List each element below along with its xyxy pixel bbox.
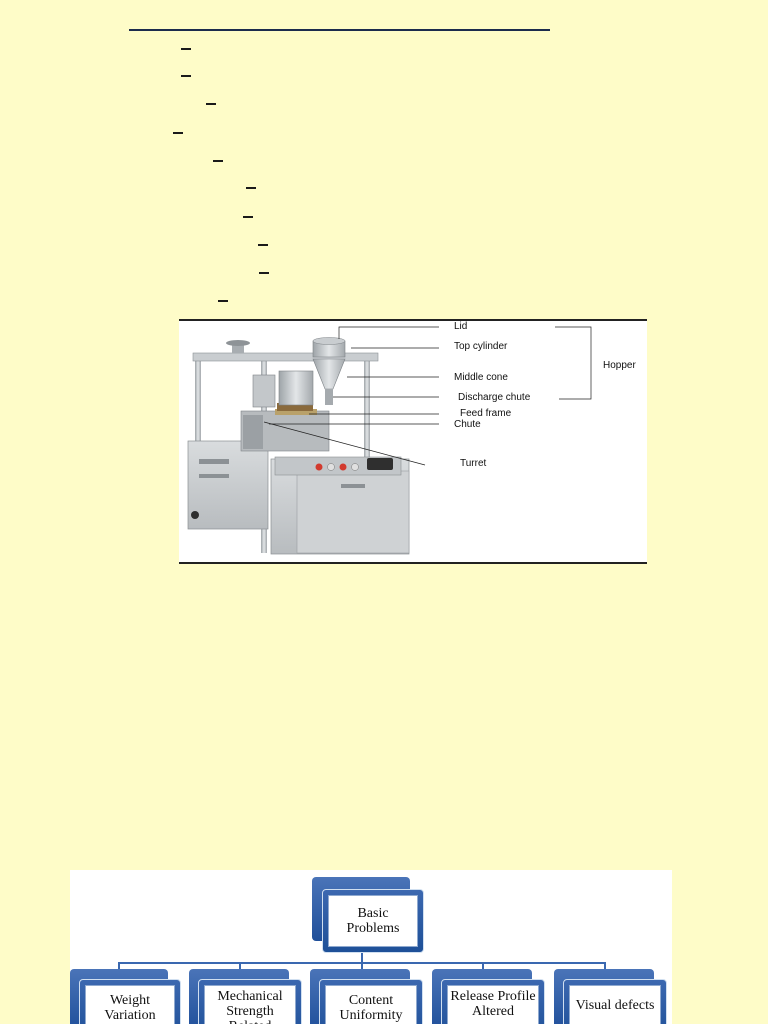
label-feed-frame: Feed frame [460, 408, 512, 419]
list-dash [246, 187, 256, 189]
root-node-basic-problems: Basic Problems [312, 877, 424, 953]
tablet-press-machine-illustration [187, 326, 592, 555]
child-node-mechanical-strength: Mechanical Strength Related [189, 969, 303, 1024]
list-dash [206, 103, 216, 105]
connector [482, 962, 484, 972]
list-dash [181, 48, 191, 50]
connector [361, 962, 363, 972]
root-node-label: Basic Problems [328, 895, 418, 947]
label-lid: Lid [454, 321, 468, 332]
list-dash [218, 300, 228, 302]
child-node-label: Visual defects [569, 985, 661, 1024]
label-hopper: Hopper [603, 360, 636, 371]
list-dash [213, 160, 223, 162]
child-node-weight-variation: Weight Variation [70, 969, 182, 1024]
list-dash [258, 244, 268, 246]
child-node-label: Weight Variation [85, 985, 175, 1024]
list-dash [243, 216, 253, 218]
connector [604, 962, 606, 972]
top-rule [129, 29, 550, 31]
child-node-visual-defects: Visual defects [554, 969, 668, 1024]
list-dash [259, 272, 269, 274]
child-node-label: Content Uniformity [325, 985, 417, 1024]
list-dash [181, 75, 191, 77]
child-node-content-uniformity: Content Uniformity [310, 969, 424, 1024]
child-node-release-profile: Release Profile Altered [432, 969, 546, 1024]
label-chute: Chute [454, 419, 481, 430]
label-top-cylinder: Top cylinder [454, 341, 508, 352]
label-middle-cone: Middle cone [454, 372, 508, 383]
basic-problems-chart: Basic Problems Weight Variation Mechanic… [70, 870, 672, 1024]
label-turret: Turret [460, 458, 487, 469]
child-node-label: Release Profile Altered [447, 985, 539, 1024]
connector [118, 962, 120, 972]
connector [239, 962, 241, 972]
label-discharge-chute: Discharge chute [458, 392, 531, 403]
connector [361, 951, 363, 963]
child-node-label: Mechanical Strength Related [204, 985, 296, 1024]
tablet-press-figure: Lid Top cylinder Middle cone Discharge c… [179, 319, 647, 564]
list-dash [173, 132, 183, 134]
